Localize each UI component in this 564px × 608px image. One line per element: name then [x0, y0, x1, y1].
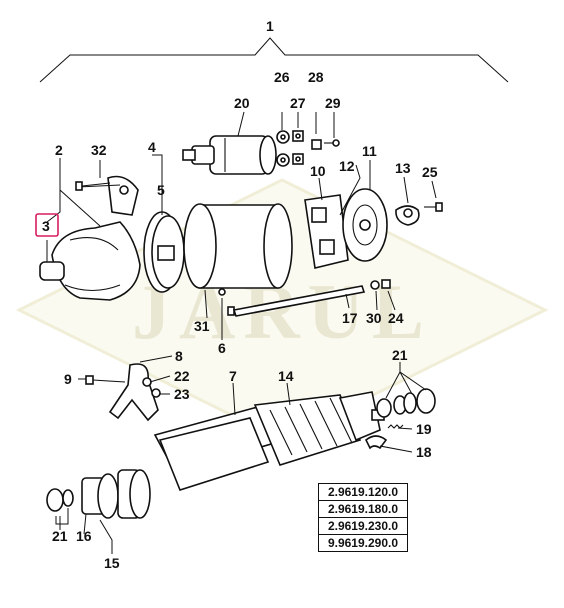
- callout-30: 30: [366, 310, 382, 326]
- callout-6: 6: [218, 340, 226, 356]
- solenoid-part: [182, 135, 277, 175]
- callout-7: 7: [229, 368, 237, 384]
- yoke-housing: [183, 203, 293, 296]
- part-code-row: 2.9619.120.0: [319, 484, 407, 501]
- callout-24: 24: [388, 310, 404, 326]
- part-code-row: 9.9619.290.0: [327, 536, 399, 550]
- callout-12: 12: [339, 158, 355, 174]
- callout-31: 31: [194, 318, 210, 334]
- callout-16: 16: [76, 528, 92, 544]
- callout-29: 29: [325, 95, 341, 111]
- callout-labels: 1 2 3 4 5 6 7 8 9 10 11 12 13 14 15 16 1…: [42, 18, 438, 571]
- part-code-table: 2.9619.120.0 2.9619.180.0 2.9619.230.0 9…: [318, 483, 408, 552]
- screw-32: [75, 181, 111, 191]
- washer-stack: [376, 388, 436, 418]
- leader-lines: [46, 111, 437, 554]
- callout-28: 28: [308, 69, 324, 85]
- callout-18: 18: [416, 444, 432, 460]
- callout-10: 10: [310, 163, 326, 179]
- callout-21-lower: 21: [52, 528, 68, 544]
- callout-1: 1: [266, 18, 274, 34]
- callout-19: 19: [416, 421, 432, 437]
- part-code-row: 2.9619.180.0: [319, 501, 407, 518]
- brush-springs: [364, 424, 404, 450]
- end-cover: [342, 188, 388, 262]
- callout-20: 20: [234, 95, 250, 111]
- callout-23: 23: [174, 386, 190, 402]
- callout-14: 14: [278, 368, 294, 384]
- callout-21-upper: 21: [392, 347, 408, 363]
- callout-5: 5: [157, 182, 165, 198]
- callout-32: 32: [91, 142, 107, 158]
- callout-4: 4: [148, 139, 156, 155]
- callout-3: 3: [42, 218, 50, 234]
- pinion-drive: [46, 469, 151, 519]
- shift-fork: [85, 363, 161, 422]
- callout-3-highlight: [35, 213, 59, 237]
- intermediate-plate: [143, 211, 185, 293]
- callout-25: 25: [422, 164, 438, 180]
- through-bolt: [227, 279, 391, 317]
- callout-8: 8: [175, 348, 183, 364]
- end-cap-and-screw: [395, 202, 443, 226]
- brush-holder: [304, 194, 349, 269]
- callout-9: 9: [64, 371, 72, 387]
- callout-22: 22: [174, 368, 190, 384]
- callout-2: 2: [55, 142, 63, 158]
- callout-15: 15: [104, 555, 120, 571]
- terminal-hardware: [276, 130, 340, 167]
- callout-27: 27: [290, 95, 306, 111]
- callout-17: 17: [342, 310, 358, 326]
- callout-13: 13: [395, 160, 411, 176]
- part-code-row: 2.9619.230.0: [319, 518, 407, 535]
- armature: [153, 391, 385, 491]
- callout-11: 11: [362, 143, 377, 159]
- drive-end-housing: [39, 175, 141, 301]
- assembly-bracket: [39, 37, 509, 83]
- callout-26: 26: [274, 69, 290, 85]
